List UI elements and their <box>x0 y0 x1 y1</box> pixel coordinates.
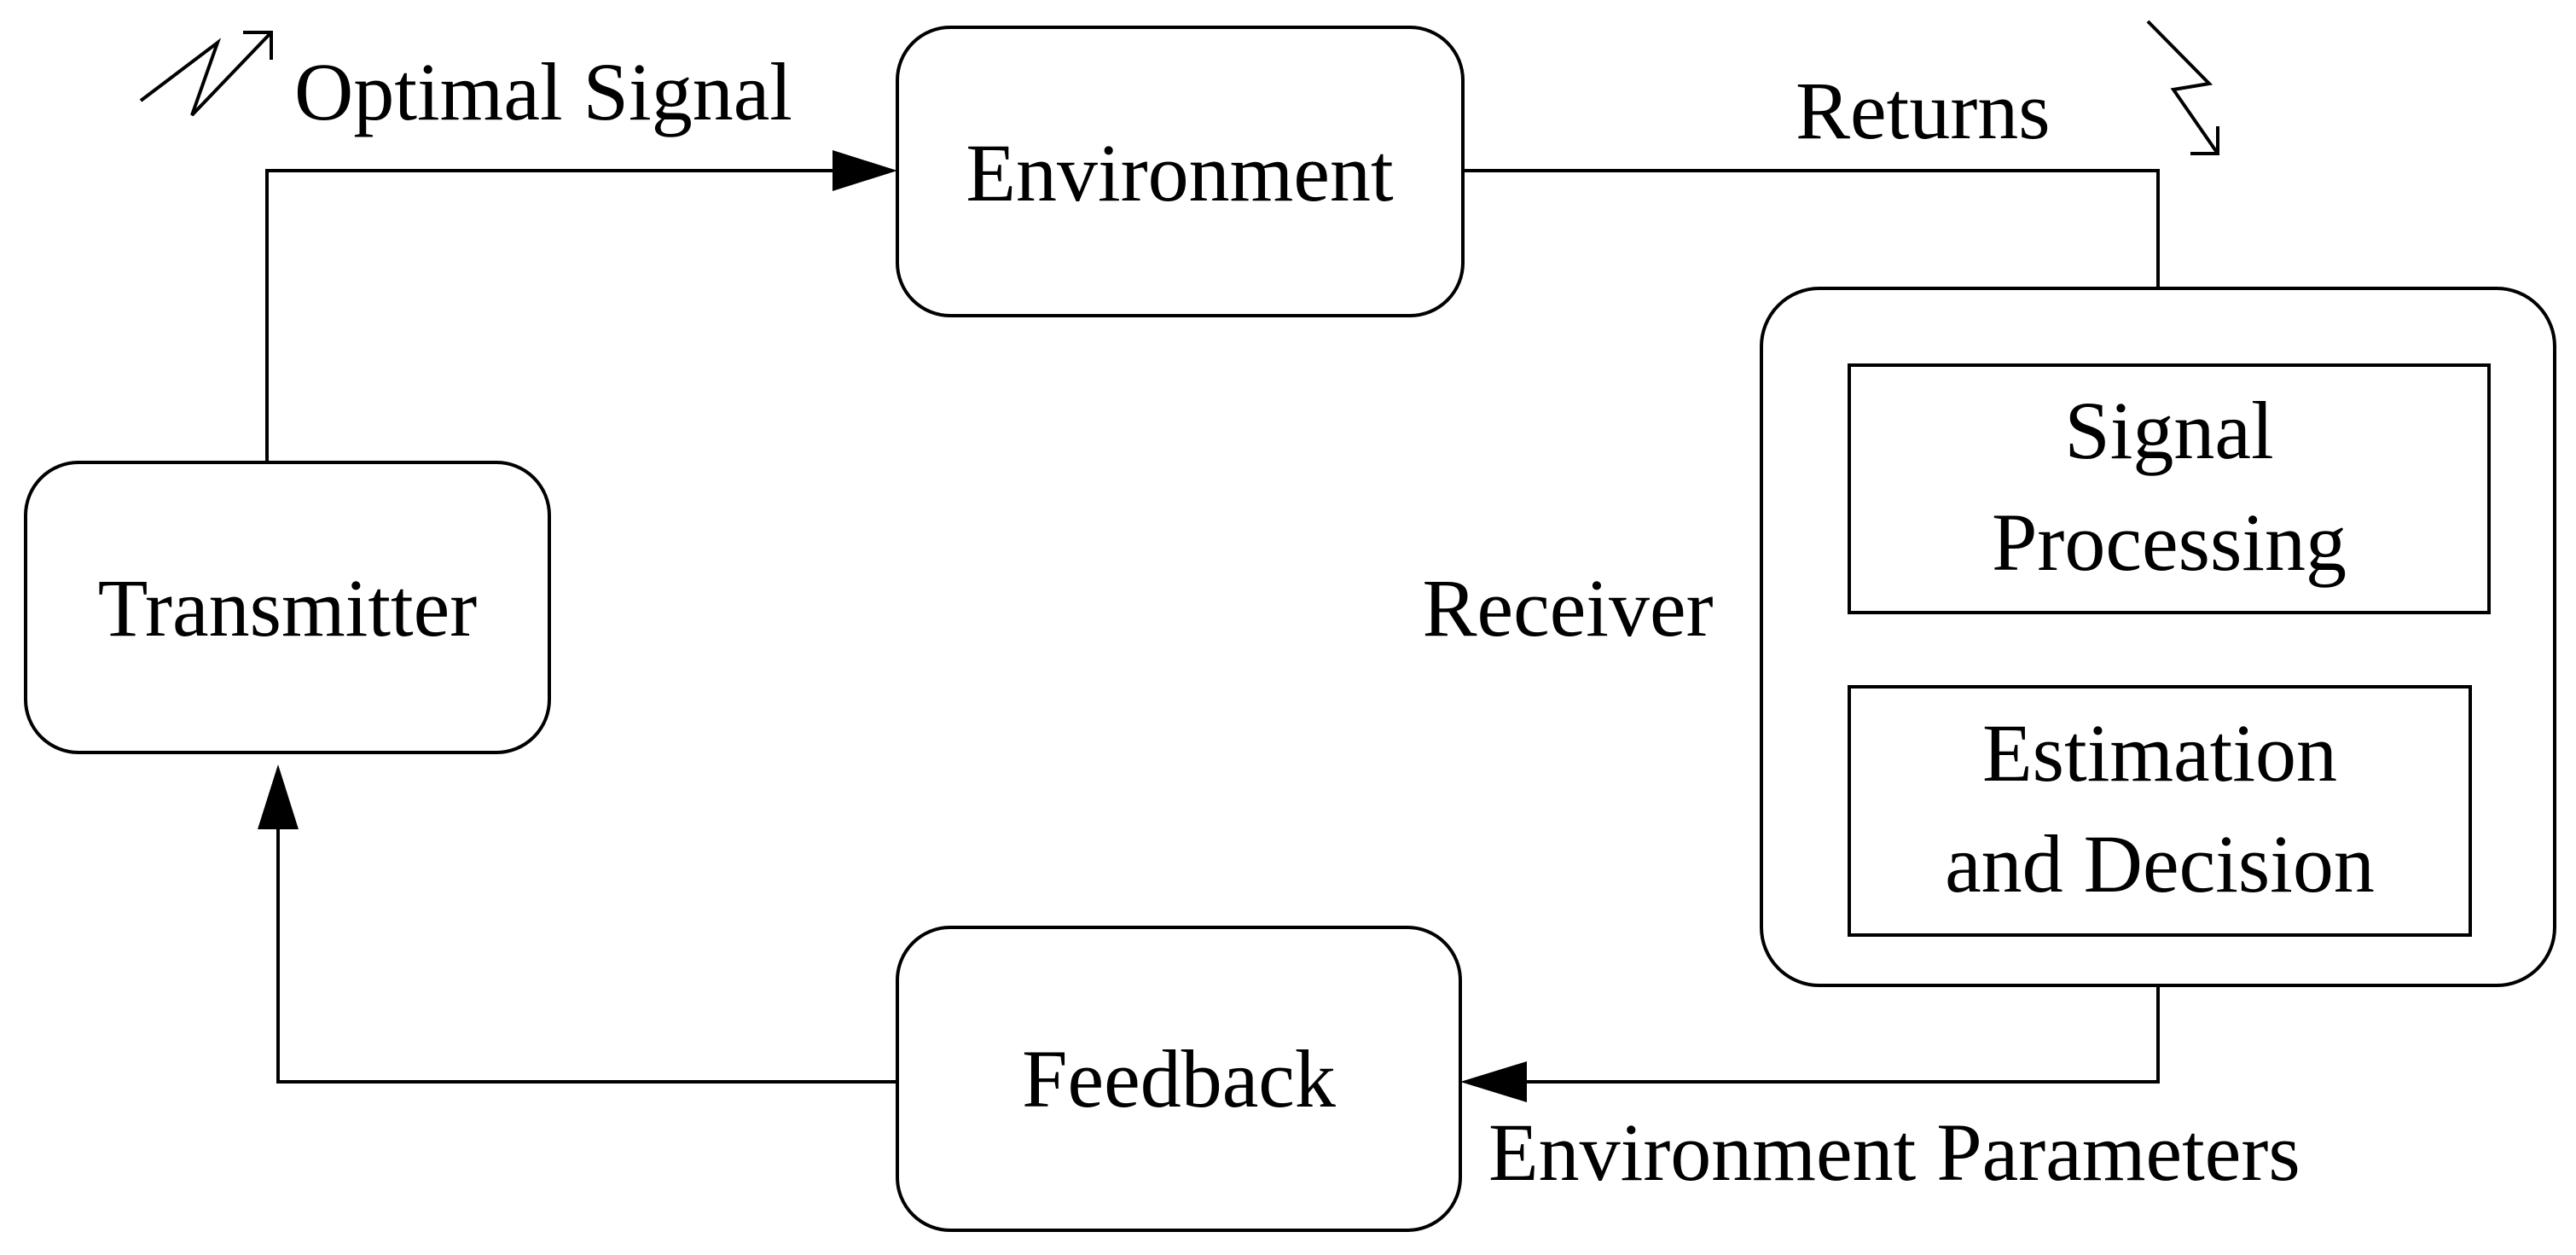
arrowhead-transmitter <box>258 764 299 829</box>
estimation-box <box>1848 685 2472 937</box>
feedback-box <box>896 926 1462 1232</box>
estimation-label-line2: and Decision <box>1945 818 2375 909</box>
connector-feedback-to-transmitter <box>276 819 897 1084</box>
environment-label: Environment <box>966 127 1394 218</box>
signal-processing-label-line2: Processing <box>1992 497 2347 588</box>
signal-processing-label-line1: Signal <box>2064 385 2273 476</box>
zigzag-up-arrow-icon <box>139 31 273 117</box>
zigzag-down-arrow-icon <box>2146 20 2219 155</box>
receiver-label: Receiver <box>1422 562 1713 654</box>
optimal-signal-label: Optimal Signal <box>294 46 792 137</box>
feedback-label: Feedback <box>1022 1033 1336 1124</box>
arrowhead-environment <box>833 150 897 191</box>
returns-label: Returns <box>1796 65 2051 156</box>
transmitter-label: Transmitter <box>98 562 478 654</box>
transmitter-box <box>24 461 551 754</box>
signal-processing-box <box>1848 363 2491 614</box>
arrowhead-feedback <box>1460 1061 1527 1102</box>
environment-parameters-label: Environment Parameters <box>1488 1107 2300 1198</box>
connector-transmitter-to-environment <box>265 169 844 461</box>
environment-box <box>896 26 1465 317</box>
estimation-label-line1: Estimation <box>1982 707 2337 799</box>
connector-environment-to-receiver <box>1463 169 2160 324</box>
